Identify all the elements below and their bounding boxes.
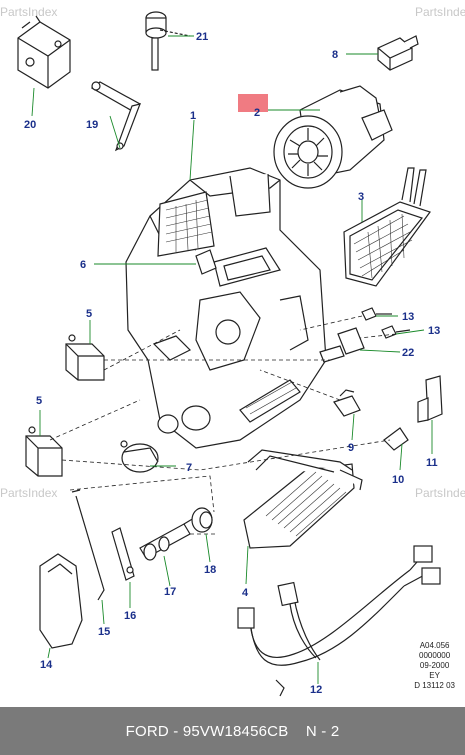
part-5-bracket-upper xyxy=(65,334,105,381)
footer-text: FORD - 95VW18456CB N - 2 xyxy=(125,722,340,740)
callout-4: 4 xyxy=(242,587,249,599)
part-8-connector xyxy=(377,35,419,71)
callout-8: 8 xyxy=(332,49,338,61)
callout-2: 2 xyxy=(254,107,260,119)
callout-18: 18 xyxy=(204,564,216,576)
part-11-bracket xyxy=(417,375,443,423)
watermark: PartsIndex xyxy=(415,5,465,19)
callout-3: 3 xyxy=(358,191,364,203)
callout-13: 13 xyxy=(428,325,440,337)
assembly-lines xyxy=(49,315,397,535)
part-16-lever xyxy=(111,527,135,581)
ref-line: EY xyxy=(429,671,440,680)
part-21-vacuum-actuator xyxy=(145,11,191,71)
callout-10: 10 xyxy=(392,474,404,486)
part-18-spring xyxy=(191,507,213,533)
callout-9: 9 xyxy=(348,442,354,454)
callout-15: 15 xyxy=(98,626,110,638)
part-12-wiring-harness xyxy=(237,545,441,697)
part-5-bracket-lower xyxy=(25,426,63,477)
ref-line: A04.056 xyxy=(419,641,450,650)
callout-5: 5 xyxy=(86,308,92,320)
callout-22: 22 xyxy=(402,347,414,359)
part-4-evaporator xyxy=(243,449,363,549)
callout-11: 11 xyxy=(426,457,438,469)
leader-lines xyxy=(31,35,433,684)
footer-bar: FORD - 95VW18456CB N - 2 xyxy=(0,707,465,755)
callout-13: 13 xyxy=(402,311,414,323)
callout-19: 19 xyxy=(86,119,98,131)
callout-1: 1 xyxy=(190,110,196,122)
reference-block: A04.056 0000000 09-2000 EY D 13112 03 xyxy=(414,641,455,691)
part-20-actuator xyxy=(17,15,71,89)
watermark: PartsIndex xyxy=(0,5,57,19)
callout-5: 5 xyxy=(36,395,42,407)
watermark: PartsIndex xyxy=(415,486,465,500)
callout-20: 20 xyxy=(24,119,36,131)
callout-12: 12 xyxy=(310,684,322,696)
callout-14: 14 xyxy=(40,659,53,671)
callout-16: 16 xyxy=(124,610,136,622)
part-7-servo xyxy=(120,440,159,473)
part-1-heater-housing xyxy=(125,167,327,449)
highlight-marker xyxy=(238,94,268,112)
part-2-blower-motor xyxy=(273,85,393,189)
watermark: PartsIndex xyxy=(0,486,57,500)
part-6-connector xyxy=(195,249,217,275)
callout-7: 7 xyxy=(186,462,192,474)
part-22-sensor xyxy=(319,327,365,363)
part-19-lever xyxy=(90,81,141,152)
ref-line: 0000000 xyxy=(419,651,451,660)
part-15-rod xyxy=(71,489,105,601)
callout-17: 17 xyxy=(164,586,176,598)
part-3-heater-core xyxy=(343,167,431,287)
part-14-cover xyxy=(39,553,83,649)
part-9-clip xyxy=(333,389,361,417)
callout-6: 6 xyxy=(80,259,86,271)
callout-21: 21 xyxy=(196,31,208,43)
part-17-actuator-shaft xyxy=(139,517,195,561)
parts-diagram: PartsIndex PartsIndex PartsIndex PartsIn… xyxy=(0,5,465,697)
ref-line: 09-2000 xyxy=(419,661,450,670)
ref-line: D 13112 03 xyxy=(414,681,455,690)
part-10-bracket xyxy=(383,427,409,451)
